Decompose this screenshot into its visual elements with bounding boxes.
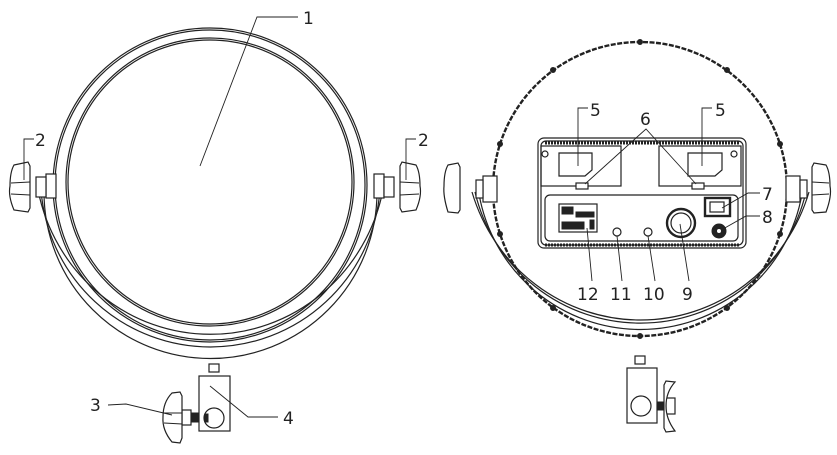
callout-10: 10 [643,235,665,305]
svg-text:3: 3 [90,396,101,416]
svg-text:11: 11 [610,285,632,305]
callout-2-left: 2 [23,131,46,180]
front-right-knob-icon [373,161,422,213]
front-lamp-body [52,27,368,343]
callout-1: 1 [199,9,314,167]
front-stand-mount [198,363,231,432]
svg-text:9: 9 [682,285,693,305]
svg-text:12: 12 [577,285,599,305]
power-switch-icon [703,196,732,218]
callout-6: 6 [584,110,697,185]
callout-9: 9 [679,223,693,305]
rear-left-knob-icon [443,162,498,214]
rear-right-knob-icon [785,162,832,214]
callout-2-right: 2 [405,131,429,180]
svg-text:6: 6 [640,110,651,130]
rear-stand-mount [626,355,677,433]
rear-control-panel [537,137,747,249]
front-view: 1 2 2 3 4 [8,9,429,444]
rear-yoke [471,191,810,330]
callout-8: 8 [722,208,773,230]
lcd-display [558,203,598,233]
light-panel [67,39,353,325]
callout-4: 4 [209,385,294,429]
svg-text:5: 5 [715,101,726,121]
rear-view: 5 5 6 7 8 9 10 11 [443,39,832,433]
svg-text:2: 2 [35,131,46,151]
callout-11: 11 [610,235,632,305]
battery-slot-right [658,145,742,190]
svg-text:5: 5 [590,101,601,121]
callout-7: 7 [721,185,773,209]
callout-3: 3 [90,396,173,416]
svg-text:1: 1 [303,9,314,29]
button-11 [612,227,622,237]
front-yoke [37,189,384,360]
front-mount-knob-icon [162,391,200,444]
battery-slot-left [540,145,622,190]
front-left-knob-icon [8,161,57,213]
svg-text:7: 7 [762,185,773,205]
svg-text:4: 4 [283,409,294,429]
svg-text:10: 10 [643,285,665,305]
callout-12: 12 [577,227,599,305]
svg-text:2: 2 [418,131,429,151]
dc-port-icon [711,223,727,239]
svg-text:8: 8 [762,208,773,228]
button-10 [643,227,653,237]
callout-5-right: 5 [701,101,726,166]
callout-5-left: 5 [577,101,601,166]
